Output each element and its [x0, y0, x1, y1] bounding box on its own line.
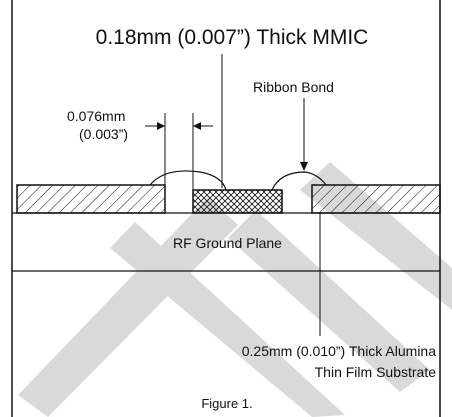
ribbon-bond-label: Ribbon Bond [253, 79, 334, 95]
gap-dimension-inch: (0.003”) [79, 126, 128, 142]
figure-caption: Figure 1. [201, 396, 252, 411]
watermark [18, 162, 452, 417]
diagram-title: 0.18mm (0.007”) Thick MMIC [96, 26, 369, 49]
ribbon-bond-left [149, 170, 227, 191]
gap-dimension-mm: 0.076mm [67, 108, 125, 124]
watermark-stroke-1 [18, 197, 238, 417]
watermark-stroke-2 [110, 222, 345, 417]
right-substrate [311, 184, 441, 214]
gap-arrow-right-head [193, 122, 201, 130]
ribbon-leader-arrow [300, 162, 308, 171]
ribbon-bond-right [271, 171, 327, 191]
gap-arrow-left-head [157, 122, 165, 130]
watermark-stroke-3 [228, 210, 430, 392]
ground-plane-label: RF Ground Plane [173, 235, 282, 251]
left-substrate [16, 184, 166, 214]
substrate-label-line2: Thin Film Substrate [315, 364, 437, 380]
substrate-label-line1: 0.25mm (0.010”) Thick Alumina [242, 343, 436, 359]
mmic-chip [192, 189, 283, 214]
